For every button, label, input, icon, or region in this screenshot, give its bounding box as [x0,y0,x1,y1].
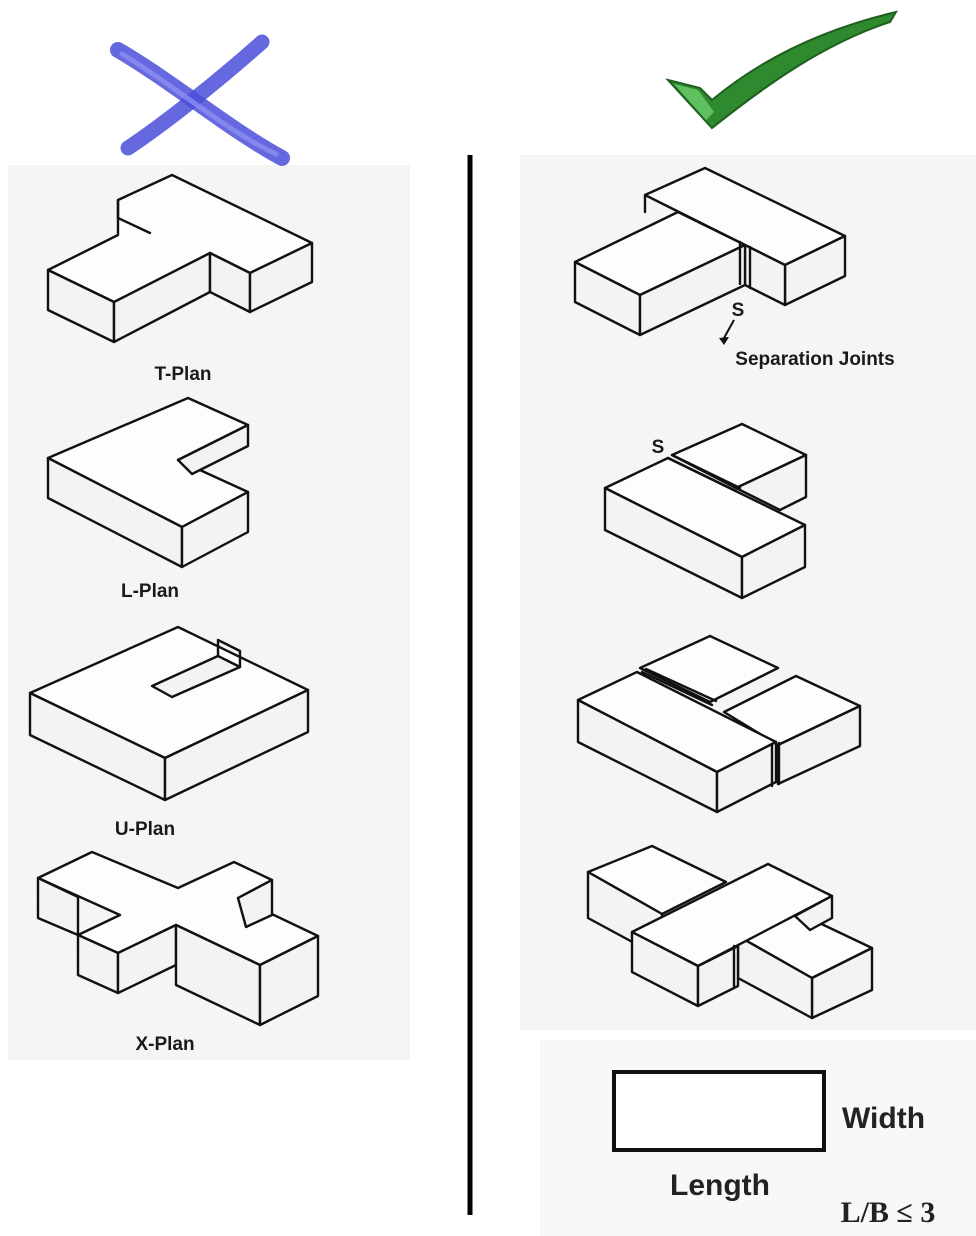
ratio-label: L/B ≤ 3 [841,1196,936,1229]
l-plan-label: L-Plan [121,581,179,602]
x-split-figure [588,846,872,1018]
t-split-figure [575,168,845,335]
x-plan-label: X-Plan [135,1034,194,1055]
joint-marker-s-2: S [652,437,665,458]
l-plan-figure [48,398,248,567]
length-width-rectangle [614,1072,824,1150]
x-plan-figure [38,852,318,1025]
width-label: Width [842,1102,925,1135]
length-label: Length [670,1169,770,1202]
t-plan-label: T-Plan [154,364,211,385]
checkmark-icon [668,12,896,128]
l-split-figure [605,424,806,598]
u-split-figure [578,636,860,812]
cross-icon [118,42,282,158]
u-plan-label: U-Plan [115,819,175,840]
t-plan-figure [48,175,312,342]
joint-arrowhead [719,337,729,345]
joint-arrow [724,320,734,338]
separation-joints-label: Separation Joints [735,349,894,370]
joint-marker-s: S [732,300,745,321]
u-plan-figure [30,627,308,800]
